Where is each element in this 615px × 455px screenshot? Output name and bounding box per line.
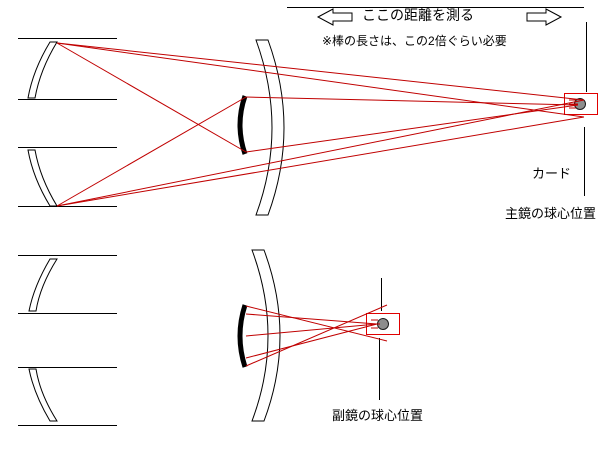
ray-line bbox=[56, 96, 247, 207]
structure-lines bbox=[18, 7, 587, 426]
primary-mirror-segment bbox=[28, 368, 58, 422]
ray-line bbox=[245, 323, 378, 337]
right-arrow-icon bbox=[526, 8, 563, 26]
primary-mirror-segment bbox=[27, 41, 58, 99]
measure-distance-label: ここの距離を測る bbox=[362, 7, 474, 23]
ray-line bbox=[245, 96, 579, 106]
secondary-support-arc-upper bbox=[255, 39, 285, 216]
primary-mirror-lower-diagram bbox=[28, 258, 58, 422]
secondary-mirror-surface-upper bbox=[237, 95, 248, 155]
primary-mirror-segment bbox=[27, 149, 58, 207]
ray-line bbox=[245, 305, 388, 342]
ray-line bbox=[56, 116, 585, 207]
ray-line bbox=[245, 304, 388, 367]
rays-upper bbox=[56, 42, 585, 207]
secondary-support-arc-lower bbox=[251, 249, 281, 422]
rod-length-note: ※棒の長さは、この2倍ぐらい必要 bbox=[322, 34, 507, 48]
ray-line bbox=[56, 42, 585, 101]
primary-mirror-segment bbox=[28, 258, 58, 312]
secondary-surfaces bbox=[237, 95, 248, 368]
ray-line bbox=[245, 323, 378, 359]
ray-line bbox=[245, 313, 378, 325]
secondary-center-label: 副鏡の球心位置 bbox=[332, 408, 424, 423]
left-arrow-icon bbox=[316, 8, 353, 26]
rays-lower bbox=[245, 304, 388, 367]
ray-line bbox=[56, 42, 247, 153]
secondary-supports bbox=[251, 39, 285, 422]
secondary-mirror-surface-lower bbox=[237, 304, 248, 368]
ray-line bbox=[56, 42, 585, 118]
ray-line bbox=[56, 99, 585, 207]
direction-arrows bbox=[316, 8, 563, 26]
card-label: カード bbox=[532, 166, 572, 181]
light-rays-mark bbox=[569, 99, 578, 109]
ray-line bbox=[245, 104, 579, 153]
primary-mirror-upper-diagram bbox=[27, 41, 58, 207]
primary-center-label: 主鏡の球心位置 bbox=[505, 206, 597, 221]
light-source-icon bbox=[564, 93, 598, 115]
